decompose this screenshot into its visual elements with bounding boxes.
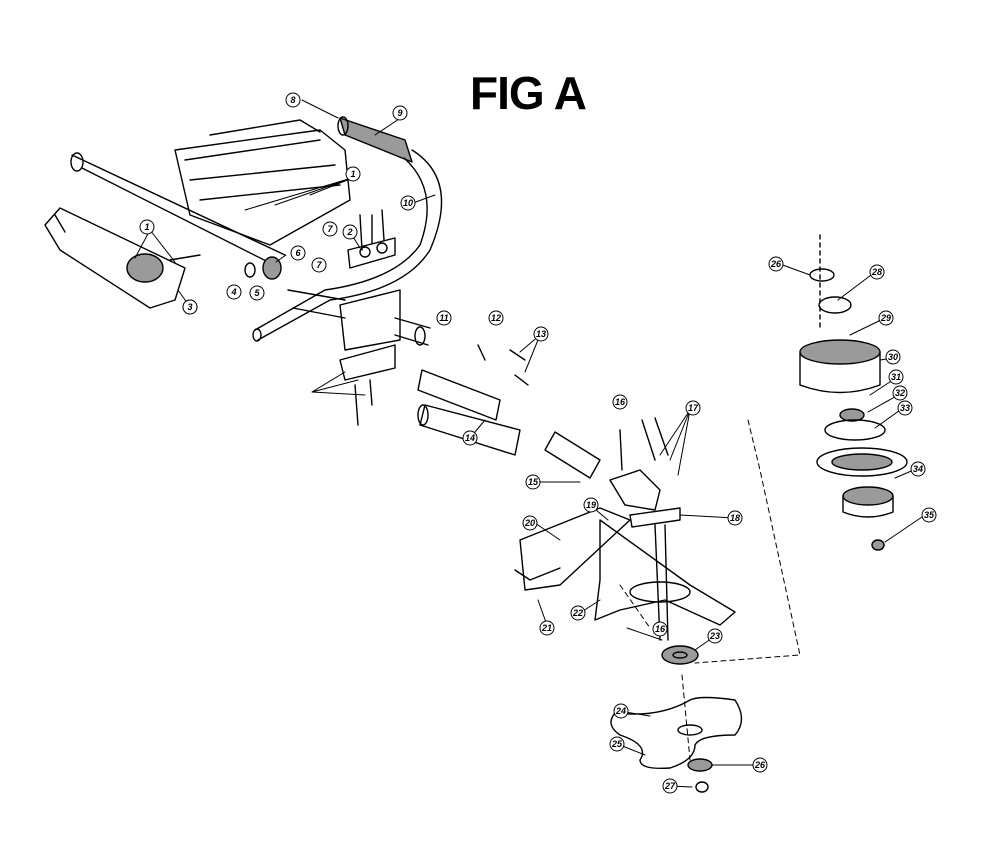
dashed-leaders (619, 419, 801, 761)
callout-number: 20 (524, 518, 535, 528)
callout-number: 23 (709, 631, 720, 641)
callout-number: 18 (730, 513, 740, 523)
handle-clamp-lower (287, 289, 431, 426)
callout-number: 35 (924, 510, 935, 520)
callout-number: 30 (888, 352, 898, 362)
callout-number: 34 (913, 464, 923, 474)
callout-number: 12 (491, 313, 501, 323)
callout-13: 13 (533, 326, 549, 342)
callout-16: 16 (612, 394, 628, 410)
callout-number: 13 (536, 329, 546, 339)
callout-10: 10 (400, 195, 416, 211)
callout-number: 25 (611, 739, 623, 749)
callout-number: 33 (900, 403, 910, 413)
callout-number: 27 (664, 781, 676, 791)
callout-number: 31 (891, 372, 901, 382)
callout-number: 28 (871, 267, 882, 277)
callout-1: 1 (139, 219, 155, 235)
callout-number: 17 (688, 403, 699, 413)
trimmer-head (799, 234, 908, 551)
figure-title: FIG A (470, 67, 587, 119)
callout-number: 8 (290, 95, 295, 105)
callout-9: 9 (392, 105, 408, 121)
callout-number: 19 (586, 500, 596, 510)
callout-number: 21 (541, 623, 552, 633)
callout-number: 16 (615, 397, 626, 407)
callout-25: 25 (609, 736, 625, 752)
callout-30: 30 (885, 349, 901, 365)
callout-number: 22 (572, 608, 583, 618)
callout-19: 19 (583, 497, 599, 513)
callout-35: 35 (921, 507, 937, 523)
callout-labels: 1112345677891011121314151616171819202122… (139, 92, 937, 794)
callout-16: 16 (652, 621, 668, 637)
callout-26: 26 (768, 256, 784, 272)
brush-blade (610, 696, 743, 770)
callout-28: 28 (869, 264, 885, 280)
callout-17: 17 (685, 400, 701, 416)
callout-number: 10 (403, 198, 413, 208)
callout-15: 15 (525, 474, 541, 490)
callout-4: 4 (226, 284, 242, 300)
shaft-coupling (244, 256, 282, 280)
callout-number: 15 (528, 477, 539, 487)
callout-number: 1 (144, 222, 149, 232)
callout-number: 32 (895, 388, 905, 398)
callout-27: 27 (662, 778, 678, 794)
callout-number: 7 (327, 224, 333, 234)
handle-clamp-upper (347, 209, 396, 269)
callout-6: 6 (290, 245, 306, 261)
callout-number: 14 (465, 433, 475, 443)
engine-housing (174, 119, 351, 246)
callout-5: 5 (249, 285, 265, 301)
callout-14: 14 (462, 430, 478, 446)
callout-1: 1 (345, 166, 361, 182)
callout-number: 16 (655, 624, 666, 634)
callout-7: 7 (322, 221, 338, 237)
callout-7: 7 (311, 257, 327, 273)
callout-34: 34 (910, 461, 926, 477)
drive-shaft-tube (70, 152, 286, 269)
callout-3: 3 (182, 299, 198, 315)
j-handle (252, 116, 443, 342)
callout-2: 2 (342, 224, 358, 240)
callout-29: 29 (878, 310, 894, 326)
callout-number: 3 (187, 302, 192, 312)
callout-number: 9 (397, 108, 402, 118)
blade-washer (661, 645, 699, 665)
callout-leaders (134, 99, 926, 788)
callout-number: 7 (316, 260, 322, 270)
callout-24: 24 (613, 703, 629, 719)
callout-number: 5 (254, 288, 260, 298)
callout-number: 4 (230, 287, 236, 297)
callout-number: 26 (754, 760, 766, 770)
callout-number: 29 (880, 313, 891, 323)
callout-23: 23 (707, 628, 723, 644)
shaft-tube-lower (544, 431, 601, 479)
callout-number: 2 (346, 227, 352, 237)
callout-18: 18 (727, 510, 743, 526)
shaft-joint (417, 344, 529, 456)
callout-number: 26 (770, 259, 782, 269)
callout-26: 26 (752, 757, 768, 773)
callout-number: 6 (295, 248, 301, 258)
callout-31: 31 (888, 369, 904, 385)
throttle-handle (44, 207, 201, 309)
callout-20: 20 (522, 515, 538, 531)
blade-guard (514, 507, 736, 626)
callout-number: 1 (350, 169, 355, 179)
callout-12: 12 (488, 310, 504, 326)
callout-21: 21 (539, 620, 555, 636)
callout-33: 33 (897, 400, 913, 416)
callout-number: 24 (615, 706, 626, 716)
callout-22: 22 (570, 605, 586, 621)
callout-8: 8 (285, 92, 301, 108)
callout-number: 11 (439, 313, 448, 323)
callout-32: 32 (892, 385, 908, 401)
callout-11: 11 (436, 310, 452, 326)
